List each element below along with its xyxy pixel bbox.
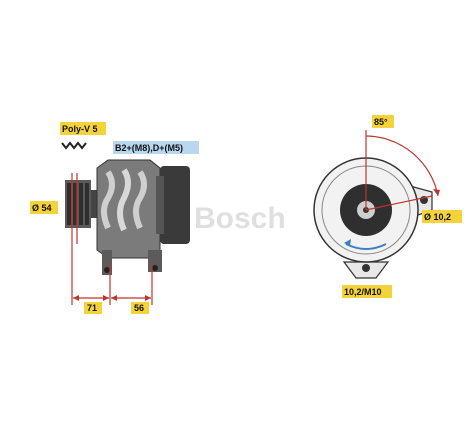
alternator-front-view xyxy=(313,157,433,279)
rotation-arrow-icon xyxy=(344,239,387,250)
length-dimensions: 71 56 xyxy=(71,244,153,314)
pulley xyxy=(65,180,97,228)
belt-label: Poly-V 5 xyxy=(60,122,106,135)
alternator-side-view xyxy=(65,159,190,275)
belt-label-text: Poly-V 5 xyxy=(62,124,98,134)
mount-thread-text: 10,2/M10 xyxy=(344,287,382,297)
hole-diameter-text: Ø 10,2 xyxy=(424,212,451,222)
angle-dimension: 85° xyxy=(365,115,440,211)
pulley-diameter-dimension: Ø 54 xyxy=(30,173,78,244)
watermark-text: Bosch xyxy=(194,202,286,235)
length-b-text: 56 xyxy=(134,303,144,313)
pulley-diameter-text: Ø 54 xyxy=(32,203,52,213)
terminal-label-text: B2+(M8),D+(M5) xyxy=(115,143,183,153)
belt-groove-icon xyxy=(61,141,87,150)
mount-thread-label: 10,2/M10 xyxy=(342,285,392,298)
housing-vents xyxy=(101,168,147,232)
angle-text: 85° xyxy=(374,117,388,127)
hole-diameter-label: Ø 10,2 xyxy=(422,210,462,223)
length-a-text: 71 xyxy=(87,303,97,313)
terminal-label: B2+(M8),D+(M5) xyxy=(113,141,199,154)
